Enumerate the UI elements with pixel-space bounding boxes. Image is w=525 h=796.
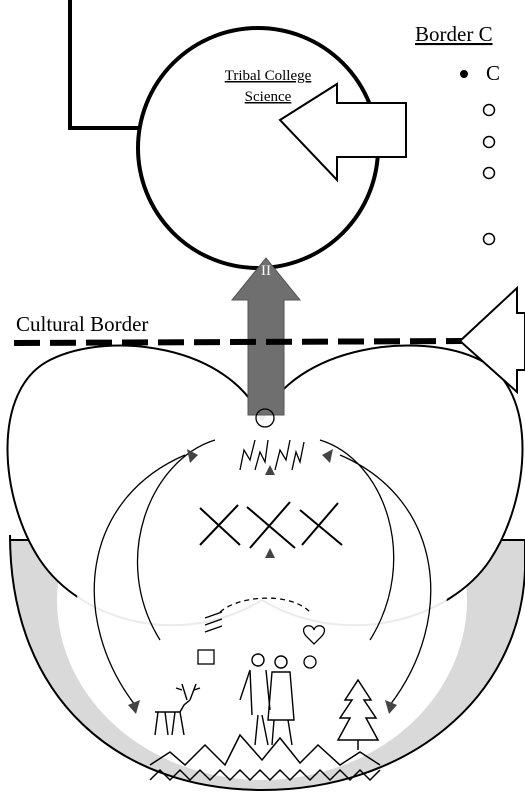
sub-bullet-icon xyxy=(482,232,496,246)
cultural-border-line xyxy=(13,338,463,346)
inbound-arrow xyxy=(278,82,407,183)
bullet-text: C xyxy=(486,61,500,85)
cycle-arrows xyxy=(93,439,432,706)
border-crossing-heading: Border C xyxy=(415,22,493,46)
border-arrow xyxy=(458,285,525,395)
sub-bullet-icon xyxy=(482,166,496,180)
arrow-numeral: II xyxy=(261,263,271,279)
connector-line xyxy=(68,0,138,130)
figures-sketch xyxy=(239,653,295,746)
sub-bullet-icon xyxy=(482,135,496,149)
mountains-sketch xyxy=(149,733,381,782)
xxx-sketch xyxy=(199,501,343,549)
bullet-icon xyxy=(460,70,468,78)
science-label-text: Science xyxy=(245,89,292,105)
tribal-college-label: Tribal College xyxy=(225,68,312,84)
upward-arrow xyxy=(230,257,302,416)
sub-bullet-icon xyxy=(482,103,496,117)
pine-tree-sketch xyxy=(336,678,380,750)
inner-vignette xyxy=(77,405,447,775)
cultural-border-label: Cultural Border xyxy=(16,312,148,336)
arrow-heads xyxy=(128,449,397,714)
sun-sketch xyxy=(239,408,305,471)
deer-sketch xyxy=(154,683,201,736)
symbols-sketch xyxy=(197,611,326,669)
